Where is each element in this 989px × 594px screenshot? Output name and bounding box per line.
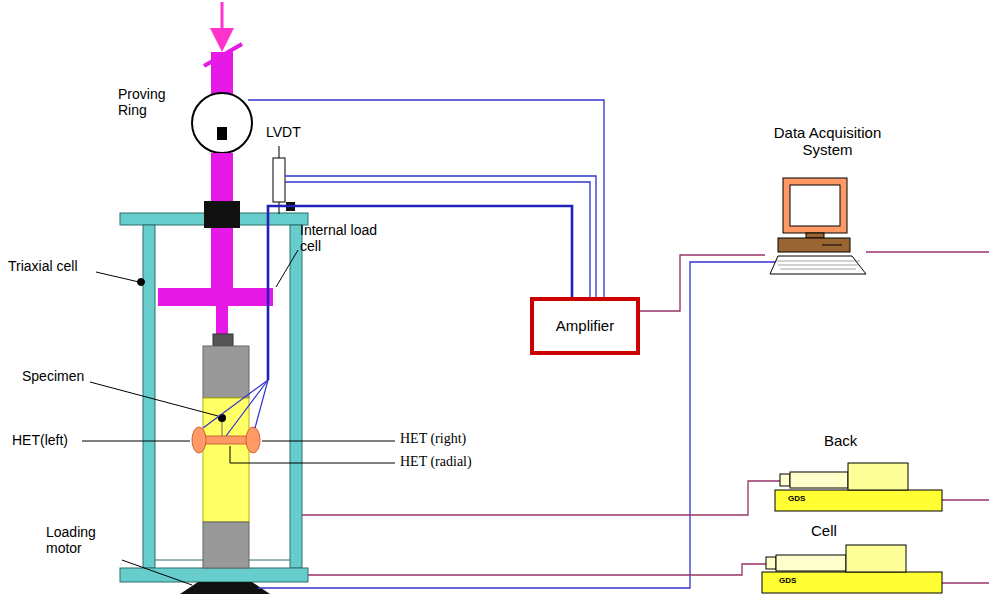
motor-wire [258,262,775,588]
leader-line [230,446,395,463]
part-label: Triaxial cell [8,258,78,274]
het-lead [203,380,268,428]
pump-base [775,490,942,511]
pump-line [942,499,989,500]
proving-ring [192,93,252,153]
het-lead [226,380,268,436]
back-pressure-line [302,481,790,515]
leader-line [90,382,218,416]
key-row [778,265,858,266]
cell-pressure-line [308,564,776,575]
part-label: LVDT [266,124,301,140]
lvdt-body [273,158,285,202]
het-cable-drop [268,206,290,380]
pump-barrel [790,472,848,488]
pump-node: CellGDS [757,522,945,594]
ring-wire [248,100,604,297]
het-left-sensor [192,427,206,453]
part-label: Proving Ring [118,86,182,118]
lvdt-wire [285,176,596,297]
loading-motor [180,582,270,594]
keyboard-keys [776,261,860,269]
leader-dot [138,279,145,286]
leader-line [122,560,192,585]
part-label: Specimen [22,368,84,384]
part-label: HET(left) [12,432,68,448]
ram-slash [204,44,242,66]
ram-bushing [204,201,240,228]
het-right-sensor [246,427,260,453]
pump-label: Cell [811,522,837,539]
pump-base [762,572,942,593]
pump-node: BackGDS [770,432,945,512]
loading-ram [211,228,233,288]
top-cap [203,346,249,398]
leader-line [276,250,298,287]
drive-slot [822,245,842,246]
pump-label: Back [824,432,857,449]
dial-gauge [217,127,227,140]
part-label: HET (right) [400,431,466,447]
top-cap-ball [213,334,233,346]
pump-motor [846,545,906,572]
monitor-neck [806,233,824,238]
pump-barrel [776,555,846,571]
leader-lines [82,250,395,585]
pump-motor [848,463,908,490]
het-lead [255,380,268,428]
pump-brand: GDS [779,576,796,585]
keyboard [770,256,866,274]
pump-plunger [766,557,776,569]
load-cell-plate [158,288,273,306]
computer-icon [770,178,866,274]
amplifier-box: Amplifier [530,297,640,355]
lvdt-wire [285,182,590,297]
leader-line [262,441,395,442]
leader-line [82,441,190,442]
part-label: HET (radial) [400,454,472,470]
pressure-lines [302,252,989,583]
pedestal [203,522,249,568]
pump-line [942,582,989,583]
screen [790,185,840,226]
het-cable-run [290,206,572,297]
computer-line [866,251,989,252]
load-arrow [221,2,224,40]
loading-ram [211,153,233,201]
cell-right-post [290,225,302,568]
computer-node: Data Acquisition System [765,124,890,280]
soil-specimen [203,398,249,522]
pump-plunger [780,474,790,486]
het-leads [203,380,268,436]
key-row [776,261,860,262]
cell-base [120,568,308,582]
part-label: Loading motor [46,524,120,556]
back-pressure-pump [775,463,942,511]
sensor-wires [248,100,604,297]
pump-brand: GDS [788,494,805,503]
amplifier-label: Amplifier [556,317,614,334]
loading-rod [216,306,228,336]
leader-line [96,272,139,282]
monitor [783,178,847,233]
part-label: Internal load cell [300,222,380,254]
het-cable [268,206,572,380]
cell-pressure-pump [762,545,942,593]
system-unit [778,238,850,252]
key-row [780,269,856,270]
signal-cable [640,255,765,311]
system-label: Data Acquisition System [765,124,890,159]
specimen-dot [218,414,226,422]
het-band [200,436,252,444]
